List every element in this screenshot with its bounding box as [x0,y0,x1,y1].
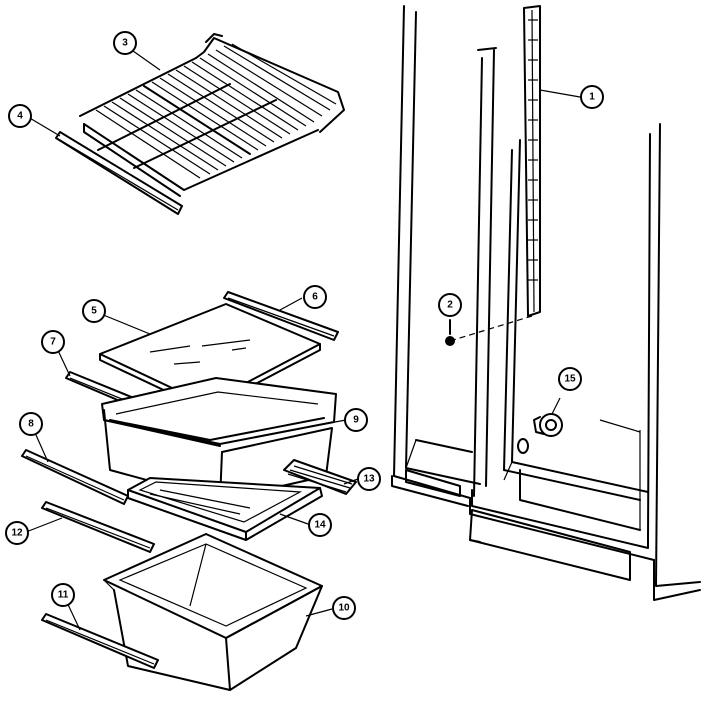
callout-9: 9 [344,408,368,432]
svg-text:7: 7 [50,337,56,348]
svg-text:5: 5 [91,306,97,317]
svg-text:14: 14 [314,520,326,531]
pan-trim-12 [41,501,155,553]
callout-4: 4 [8,104,32,128]
callout-12: 12 [5,521,29,545]
callout-14: 14 [308,513,332,537]
shelf-rail [523,5,541,317]
frame-14 [127,477,323,541]
cabinet-liner [391,5,701,601]
cover-trim-6 [223,291,339,341]
svg-text:10: 10 [338,603,350,614]
callout-10: 10 [332,596,356,620]
svg-text:4: 4 [17,111,23,122]
callout-5: 5 [82,299,106,323]
pan-trim-8 [21,449,129,505]
svg-text:9: 9 [353,415,359,426]
callout-6: 6 [303,285,327,309]
tray-13 [283,459,357,495]
svg-text:12: 12 [11,528,23,539]
callout-1: 1 [580,85,604,109]
wire-shelf [79,33,345,197]
shelf-trim [55,131,183,215]
svg-text:2: 2 [447,300,453,311]
control-knob [517,397,563,454]
callout-7: 7 [41,330,65,354]
svg-text:8: 8 [28,419,34,430]
callout-3: 3 [113,31,137,55]
svg-text:11: 11 [58,590,69,601]
svg-text:1: 1 [589,92,595,103]
callout-15: 15 [558,367,582,391]
svg-text:13: 13 [363,474,375,485]
svg-text:3: 3 [122,38,128,49]
callout-2: 2 [438,293,462,317]
callout-11: 11 [51,583,75,607]
crisper-pan-lower [103,533,323,691]
callout-13: 13 [357,467,381,491]
svg-text:6: 6 [312,292,318,303]
pan-trim-11 [41,613,159,669]
callout-8: 8 [19,412,43,436]
svg-text:15: 15 [564,374,576,385]
screw [445,315,533,346]
